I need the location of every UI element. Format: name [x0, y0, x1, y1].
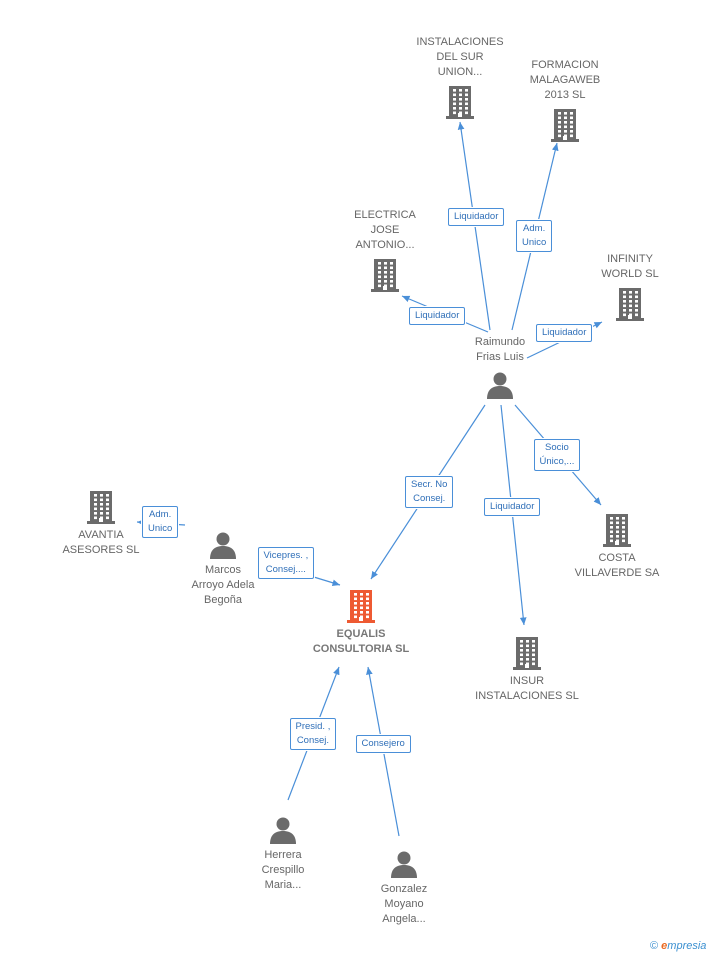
edge-label[interactable]: Adm. Unico [516, 220, 553, 252]
edge-raimundo-instalaciones_sur [457, 121, 491, 331]
node-label[interactable]: AVANTIA ASESORES SL [62, 529, 140, 556]
node-label[interactable]: Gonzalez Moyano Angela... [380, 883, 428, 925]
building-icon[interactable] [346, 589, 376, 628]
edge-label[interactable]: Adm. Unico [142, 506, 179, 538]
building-icon[interactable] [550, 108, 580, 147]
edge-label[interactable]: Presid. , Consej. [289, 718, 337, 750]
person-icon[interactable] [485, 370, 515, 405]
edge-label[interactable]: Socio Único,... [533, 439, 581, 471]
edge-label[interactable]: Vicepres. , Consej.... [257, 547, 315, 579]
building-icon[interactable] [512, 636, 542, 675]
node-label[interactable]: FORMACION MALAGAWEB 2013 SL [529, 59, 601, 101]
node-label[interactable]: Marcos Arroyo Adela Begoña [191, 564, 255, 606]
node-label[interactable]: EQUALIS CONSULTORIA SL [312, 628, 410, 655]
node-label[interactable]: ELECTRICA JOSE ANTONIO... [354, 209, 416, 251]
building-icon[interactable] [86, 490, 116, 529]
building-icon[interactable] [445, 85, 475, 124]
building-icon[interactable] [370, 258, 400, 297]
node-label[interactable]: Herrera Crespillo Maria... [261, 849, 305, 891]
edge-label[interactable]: Liquidador [484, 498, 541, 516]
copyright-symbol: © [650, 940, 659, 952]
node-label[interactable]: Raimundo Frias Luis [474, 336, 526, 363]
person-icon[interactable] [268, 815, 298, 850]
node-label[interactable]: COSTA VILLAVERDE SA [574, 552, 660, 579]
node-label[interactable]: INSUR INSTALACIONES SL [475, 675, 579, 702]
edge-label[interactable]: Consejero [355, 735, 411, 753]
edge-label[interactable]: Liquidador [409, 307, 466, 325]
node-label[interactable]: INSTALACIONES DEL SUR UNION... [416, 36, 504, 78]
edge-label[interactable]: Secr. No Consej. [405, 476, 454, 508]
footer: © empresia [650, 940, 706, 952]
person-icon[interactable] [389, 849, 419, 884]
edge-label[interactable]: Liquidador [536, 324, 593, 342]
empresia-logo[interactable]: empresia [661, 940, 707, 952]
node-label[interactable]: INFINITY WORLD SL [601, 253, 659, 280]
building-icon[interactable] [615, 287, 645, 326]
building-icon[interactable] [602, 513, 632, 552]
person-icon[interactable] [208, 530, 238, 565]
edge-label[interactable]: Liquidador [448, 208, 505, 226]
